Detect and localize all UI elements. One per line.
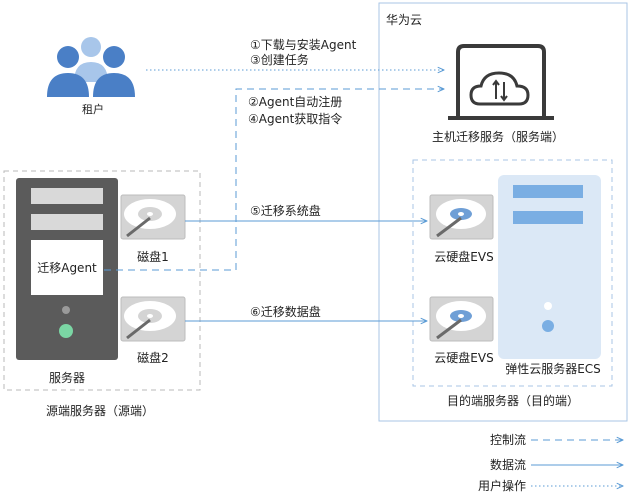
host-migration-service-icon	[448, 44, 554, 120]
source-server-group-label: 源端服务器（源端）	[46, 403, 154, 418]
legend-data-flow: 数据流	[490, 457, 526, 472]
tenant-label: 租户	[82, 102, 104, 116]
power-led	[59, 324, 73, 338]
huawei-cloud-region	[378, 2, 628, 422]
destination-server-group	[412, 159, 613, 387]
legend: 控制流 数据流 用户操作	[478, 433, 623, 493]
legend-control-flow: 控制流	[490, 433, 526, 447]
server-label: 服务器	[49, 370, 85, 385]
step2-label: ②Agent自动注册	[248, 94, 342, 109]
step1-label: ①下载与安装Agent	[250, 37, 357, 52]
legend-user-operation: 用户操作	[478, 478, 526, 493]
evs1-label: 云硬盘EVS	[434, 249, 493, 264]
step6-label: ⑥迁移数据盘	[250, 304, 321, 319]
ecs-label: 弹性云服务器ECS	[505, 361, 601, 376]
evs1-icon	[429, 194, 494, 240]
disk2-icon	[120, 296, 186, 342]
host-migration-service-label: 主机迁移服务（服务端）	[432, 129, 564, 144]
tenant-icon	[47, 37, 135, 97]
step5-label: ⑤迁移系统盘	[250, 203, 321, 218]
disk1-icon	[120, 194, 186, 240]
evs2-icon	[429, 296, 494, 342]
destination-server-group-label: 目的端服务器（目的端）	[447, 393, 579, 408]
disk2-label: 磁盘2	[137, 350, 169, 365]
cloud-title: 华为云	[386, 13, 422, 27]
disk1-label: 磁盘1	[137, 249, 169, 264]
step4-label: ④Agent获取指令	[248, 111, 342, 126]
source-server-group	[3, 170, 201, 391]
control-flow-arrow	[104, 89, 444, 271]
server-tower	[16, 178, 118, 360]
agent-label: 迁移Agent	[37, 261, 97, 275]
ecs-server-icon	[498, 175, 601, 359]
evs2-label: 云硬盘EVS	[434, 350, 493, 365]
step3-label: ③创建任务	[250, 52, 309, 67]
